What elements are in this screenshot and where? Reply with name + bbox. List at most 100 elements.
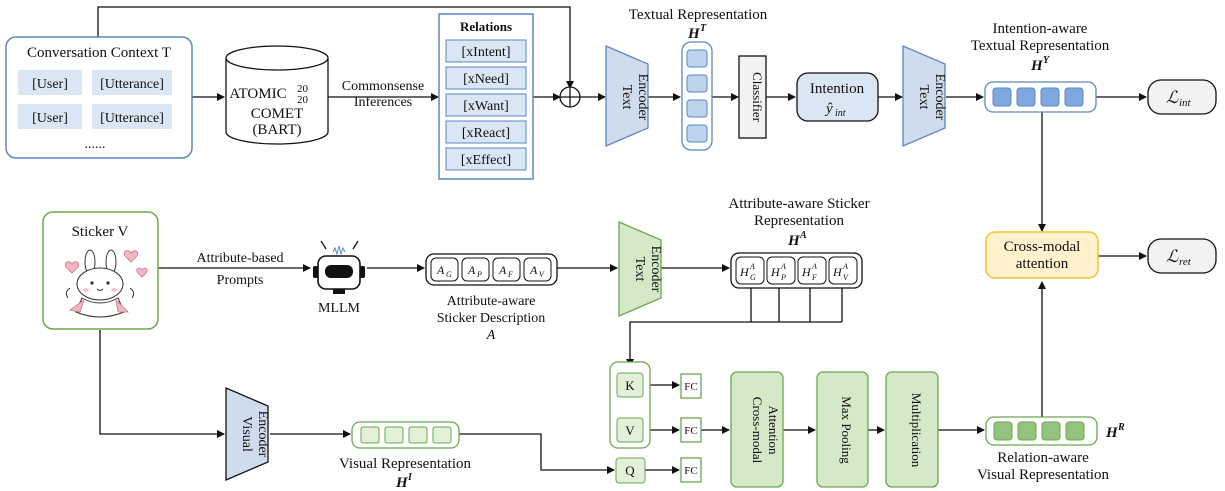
visual-encoder-line2: Encoder (255, 411, 270, 458)
intention-label: Intention (810, 81, 865, 97)
attr-repr-item-sup: A (811, 262, 817, 271)
attr-repr-item-sup: A (842, 262, 848, 271)
text-encoder-2-line1: Text (916, 85, 931, 110)
text-encoder-3: Text Encoder (618, 221, 663, 317)
relation-item-label: [xEffect] (461, 153, 511, 168)
intention-box: Intention ŷ int (796, 72, 879, 122)
mult-block: Multiplication (885, 371, 939, 488)
arrow-context-bypass (97, 6, 574, 89)
atomic-subscript: 20 (297, 94, 309, 106)
k-label: K (625, 378, 635, 393)
conversation-utterance-label: [Utterance] (100, 77, 164, 92)
sticker-title: Sticker V (72, 224, 129, 240)
prompt-label-line1: Attribute-based (196, 251, 283, 266)
mult-label: Multiplication (909, 393, 924, 468)
attr-repr-item (735, 256, 765, 285)
attr-repr-item (797, 256, 827, 285)
textual-repr-vector (681, 41, 713, 151)
attr-repr-item-base: H (832, 265, 843, 279)
loss-ret-symbol: ℒ (1166, 247, 1179, 266)
attr-desc-item (430, 257, 459, 282)
attr-repr-symbol: H (787, 233, 801, 249)
attr-desc-item-sub: P (476, 270, 482, 279)
attr-desc-item-sub: F (507, 270, 513, 279)
relation-item-label: [xReact] (462, 126, 510, 141)
conversation-title: Conversation Context T (27, 45, 171, 61)
cma-line2: Attention (766, 405, 781, 455)
arrow-ha-to-k (630, 288, 843, 366)
relation-item-label: [xIntent] (462, 45, 511, 60)
relation-item (445, 147, 527, 171)
textual-repr-label: Textual Representation (629, 7, 768, 23)
conversation-user-cell (18, 104, 82, 129)
relation-item-label: [xWant] (463, 99, 509, 114)
relation-item (445, 66, 527, 90)
text-encoder-2: Text Encoder (902, 45, 947, 147)
text-encoder-2-line2: Encoder (932, 74, 947, 121)
classifier-label: Classifier (750, 72, 765, 122)
maxpool-label: Max Pooling (839, 396, 854, 464)
relation-repr-line1: Relation-aware (997, 450, 1089, 466)
plus-operator (559, 86, 581, 108)
visual-repr-symbol: H (395, 475, 409, 491)
relation-item (445, 39, 527, 63)
conversation-utterance-cell (92, 70, 172, 95)
fc-label-v: FC (684, 425, 697, 437)
fc-label-k: FC (684, 381, 697, 393)
conversation-ellipsis: ...... (85, 137, 106, 152)
attr-desc-item-base: A (498, 263, 507, 277)
cma-line1: Cross-modal (750, 397, 765, 464)
attr-repr-sup: A (799, 230, 807, 241)
cma-block: Cross-modal Attention (730, 371, 784, 488)
attr-repr-item-sub: G (750, 273, 756, 282)
attr-desc-item-sub: G (446, 270, 452, 279)
arrow-sticker-to-visenc (99, 330, 225, 438)
cross-modal-line1: Cross-modal (1004, 239, 1081, 255)
attr-desc-line2: Sticker Description (437, 311, 545, 326)
attr-desc-item-base: A (467, 263, 476, 277)
connectors (97, 6, 1147, 474)
conversation-utterance-cell (92, 104, 172, 129)
conversation-utterance-label: [Utterance] (100, 111, 164, 126)
cross-modal-line2: attention (1016, 256, 1069, 272)
text-encoder-1-line1: Text (619, 85, 634, 110)
loss-int: ℒ int (1147, 79, 1217, 115)
intention-symbol: ŷ (824, 101, 833, 117)
loss-int-sub: int (1179, 97, 1192, 109)
intention-aware-line1: Intention-aware (993, 21, 1088, 37)
attr-repr-item-base: H (801, 265, 812, 279)
maxpool-block: Max Pooling (816, 371, 869, 488)
attr-desc-item-base: A (436, 263, 445, 277)
attr-repr-item (766, 256, 796, 285)
textual-repr-sup: T (700, 23, 707, 34)
intention-aware-sup: Y (1043, 55, 1050, 66)
visual-repr-label: Visual Representation (339, 456, 471, 472)
attr-desc-item-base: A (529, 263, 538, 277)
mllm-robot-icon (313, 240, 365, 294)
q-label: Q (625, 463, 635, 478)
text-encoder-1-line2: Encoder (635, 74, 650, 121)
cross-modal-attention-box: Cross-modal attention (985, 231, 1099, 279)
atomic-bart: (BART) (252, 122, 301, 138)
relation-item-label: [xNeed] (463, 72, 509, 87)
classifier-box: Classifier (738, 55, 767, 139)
attr-repr-item-sub: P (780, 273, 786, 282)
relations-title: Relations (460, 19, 512, 34)
attr-repr-item-base: H (770, 265, 781, 279)
attr-repr-item-sup: A (749, 262, 755, 271)
visual-encoder-line1: Visual (239, 416, 254, 452)
intention-sub: int (835, 108, 846, 119)
attr-repr-line2: Representation (754, 213, 844, 229)
attr-repr-item-sub: F (811, 273, 817, 282)
conversation-user-cell (18, 70, 82, 95)
q-group: Q (615, 457, 646, 484)
attr-repr-item-sup: A (780, 262, 786, 271)
attr-repr-item (828, 256, 858, 285)
attr-desc-item-sub: V (539, 270, 545, 279)
attr-repr-item-sub: V (843, 273, 849, 282)
attr-desc-item (523, 257, 552, 282)
loss-ret-sub: ret (1179, 256, 1192, 268)
